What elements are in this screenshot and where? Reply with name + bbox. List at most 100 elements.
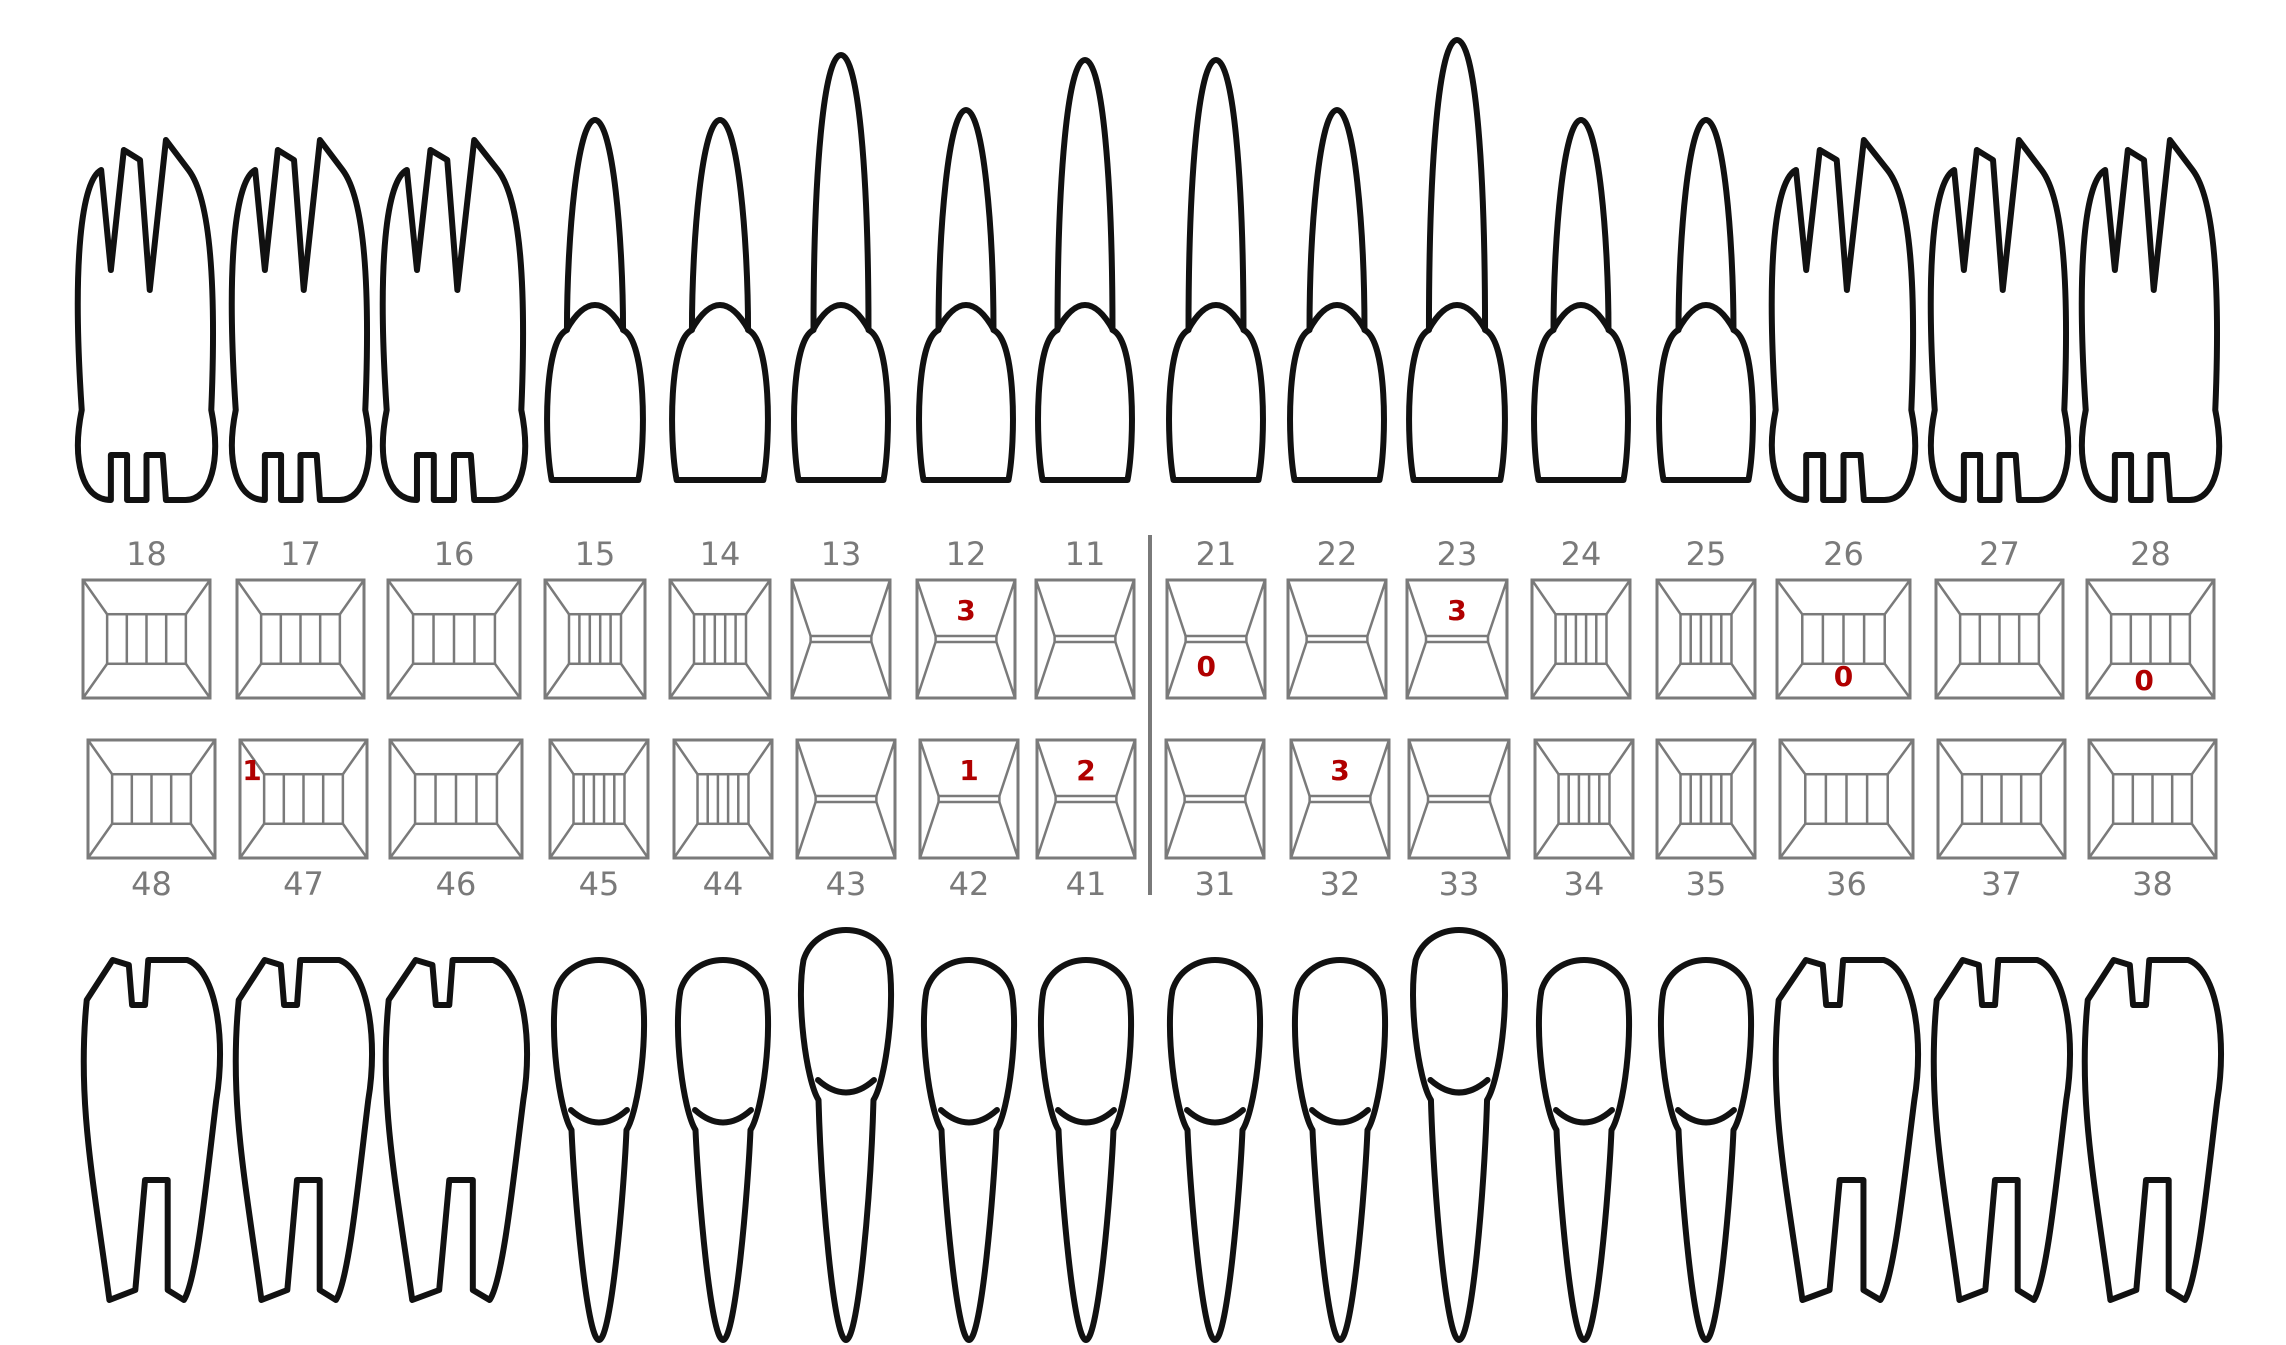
tooth-number-46: 46 [436,865,477,903]
tooth-box-11[interactable] [1036,580,1134,698]
tooth-box-33[interactable] [1409,740,1509,858]
tooth-number-35: 35 [1686,865,1727,903]
tooth-box-13[interactable] [792,580,890,698]
lower-teeth-illustration [84,930,2221,1340]
tooth-number-37: 37 [1981,865,2022,903]
tooth-drawing-24 [1534,120,1628,480]
tooth-drawing-44 [678,960,768,1340]
tooth-number-32: 32 [1320,865,1361,903]
tooth-drawing-37 [1934,960,2070,1300]
tooth-drawing-14 [672,120,768,480]
tooth-drawing-13 [794,55,888,480]
tooth-score-28: 0 [2134,664,2153,697]
tooth-drawing-21 [1169,60,1263,480]
tooth-drawing-12 [919,110,1013,480]
tooth-box-17[interactable] [237,580,364,698]
tooth-number-22: 22 [1317,535,1358,573]
tooth-box-21[interactable] [1167,580,1265,698]
tooth-box-34[interactable] [1535,740,1633,858]
tooth-number-18: 18 [126,535,167,573]
tooth-score-32: 3 [1330,754,1349,787]
tooth-number-12: 12 [946,535,987,573]
tooth-number-36: 36 [1826,865,1867,903]
tooth-box-18[interactable] [83,580,210,698]
tooth-number-26: 26 [1823,535,1864,573]
tooth-number-17: 17 [280,535,321,573]
tooth-number-28: 28 [2130,535,2171,573]
tooth-drawing-11 [1038,60,1132,480]
tooth-score-41: 2 [1076,754,1095,787]
tooth-drawing-18 [78,140,215,500]
tooth-drawing-15 [547,120,643,480]
tooth-drawing-27 [1931,140,2068,500]
tooth-score-42: 1 [959,754,978,787]
tooth-box-46[interactable] [390,740,522,858]
tooth-score-12: 3 [956,594,975,627]
tooth-drawing-22 [1290,110,1384,480]
tooth-drawing-16 [383,140,525,500]
tooth-number-47: 47 [283,865,324,903]
tooth-drawing-45 [554,960,644,1340]
tooth-drawing-41 [1041,960,1131,1340]
tooth-drawing-23 [1409,40,1505,480]
tooth-box-45[interactable] [550,740,648,858]
tooth-drawing-43 [801,930,891,1340]
tooth-drawing-31 [1170,960,1260,1340]
tooth-number-44: 44 [703,865,744,903]
tooth-score-26: 0 [1834,660,1853,693]
tooth-box-31[interactable] [1166,740,1264,858]
tooth-number-11: 11 [1065,535,1106,573]
tooth-drawing-47 [236,960,372,1300]
tooth-score-23: 3 [1447,594,1466,627]
tooth-number-48: 48 [131,865,172,903]
tooth-drawing-32 [1295,960,1385,1340]
tooth-score-21: 0 [1196,650,1215,683]
tooth-score-47: 1 [242,754,261,787]
tooth-drawing-34 [1539,960,1629,1340]
tooth-drawing-25 [1659,120,1753,480]
tooth-box-14[interactable] [670,580,770,698]
tooth-drawing-48 [84,960,220,1300]
tooth-box-43[interactable] [797,740,895,858]
tooth-box-25[interactable] [1657,580,1755,698]
tooth-box-48[interactable] [88,740,215,858]
tooth-box-24[interactable] [1532,580,1630,698]
tooth-number-25: 25 [1686,535,1727,573]
tooth-box-38[interactable] [2089,740,2216,858]
tooth-number-16: 16 [434,535,475,573]
tooth-box-22[interactable] [1288,580,1386,698]
tooth-drawing-36 [1776,960,1918,1300]
tooth-drawing-46 [386,960,527,1300]
tooth-box-16[interactable] [388,580,520,698]
tooth-number-24: 24 [1561,535,1602,573]
tooth-number-34: 34 [1564,865,1605,903]
tooth-number-15: 15 [575,535,616,573]
tooth-drawing-35 [1661,960,1751,1340]
tooth-box-36[interactable] [1780,740,1913,858]
tooth-box-44[interactable] [674,740,772,858]
tooth-number-14: 14 [700,535,741,573]
tooth-number-33: 33 [1439,865,1480,903]
tooth-number-42: 42 [949,865,990,903]
tooth-drawing-42 [924,960,1014,1340]
tooth-drawing-26 [1772,140,1915,500]
tooth-drawing-33 [1413,930,1505,1340]
tooth-drawing-38 [2085,960,2221,1300]
tooth-box-15[interactable] [545,580,645,698]
tooth-number-13: 13 [821,535,862,573]
tooth-number-27: 27 [1979,535,2020,573]
tooth-box-35[interactable] [1657,740,1755,858]
tooth-drawing-17 [232,140,369,500]
tooth-number-23: 23 [1437,535,1478,573]
tooth-box-37[interactable] [1938,740,2065,858]
tooth-number-43: 43 [826,865,867,903]
tooth-drawing-28 [2082,140,2219,500]
tooth-number-38: 38 [2132,865,2173,903]
tooth-box-27[interactable] [1936,580,2063,698]
tooth-number-41: 41 [1066,865,1107,903]
upper-teeth-illustration [78,40,2219,500]
tooth-number-45: 45 [579,865,620,903]
tooth-number-31: 31 [1195,865,1236,903]
tooth-number-21: 21 [1196,535,1237,573]
